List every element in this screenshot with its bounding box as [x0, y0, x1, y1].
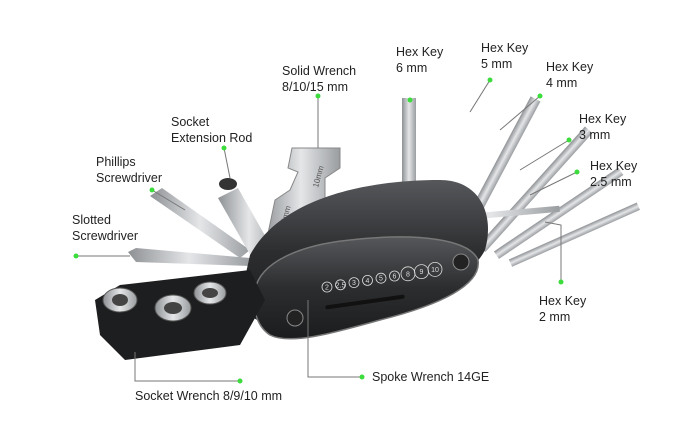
label-line: Hex Key — [481, 41, 529, 55]
hex-key-3 — [493, 167, 624, 259]
label-hex-key-2: Hex Key 2 mm — [539, 293, 586, 325]
label-line: Hex Key — [539, 294, 587, 308]
label-line: Phillips — [96, 155, 136, 169]
size-ring — [362, 274, 373, 286]
label-line: Extension Rod — [171, 131, 253, 145]
label-line: Slotted — [72, 213, 111, 227]
size-ring — [348, 277, 360, 289]
size-engraving: 8 — [406, 271, 410, 278]
tool-body-front — [253, 236, 479, 340]
label-line: Solid Wrench — [282, 64, 357, 78]
label-line: Screwdriver — [96, 171, 162, 185]
label-line: 8/10/15 mm — [282, 80, 349, 94]
label-line: Socket — [171, 115, 210, 129]
callout-dots — [73, 77, 580, 384]
hex-key-4 — [477, 126, 593, 253]
size-engraving: 9 — [420, 269, 424, 276]
label-line: Hex Key — [579, 112, 627, 126]
label-line: Screwdriver — [72, 229, 138, 243]
pivot-bolt — [286, 309, 304, 327]
size-engraving: 3 — [352, 280, 356, 287]
label-hex-key-3: Hex Key 3 mm — [579, 111, 626, 143]
size-ring — [427, 261, 443, 277]
hex-key-2-5 — [508, 202, 640, 267]
label-line: Hex Key — [546, 60, 594, 74]
size-engraving: 4 — [366, 278, 370, 285]
size-engraving: 2.5 — [336, 282, 346, 289]
label-line: 2.5 mm — [590, 175, 632, 189]
label-line: 2 mm — [539, 310, 571, 324]
size-ring — [335, 279, 346, 291]
label-hex-key-2-5: Hex Key 2.5 mm — [590, 158, 637, 190]
sockets — [102, 281, 227, 322]
leader-lines — [76, 79, 578, 382]
size-ring — [375, 272, 387, 284]
size-ring — [321, 281, 333, 293]
size-engravings: 2 2.5 3 4 5 6 8 9 10 — [321, 261, 443, 293]
label-line: 5 mm — [481, 57, 513, 71]
label-line: 4 mm — [546, 76, 578, 90]
label-socket-wrench: Socket Wrench 8/9/10 mm — [135, 389, 283, 403]
size-engraving: 10 — [431, 267, 439, 274]
size-engraving: 2 — [325, 285, 329, 292]
size-engraving: 5 — [379, 276, 383, 283]
label-line: Hex Key — [590, 159, 638, 173]
label-hex-key-5: Hex Key 5 mm — [481, 40, 528, 72]
label-line: 6 mm — [396, 61, 428, 75]
size-engraving: 6 — [393, 274, 397, 281]
label-hex-key-6: Hex Key 6 mm — [396, 44, 443, 76]
slotted-screwdriver — [128, 248, 250, 266]
phillips-screwdriver — [150, 188, 250, 258]
label-line: 3 mm — [579, 128, 611, 142]
pivot-bolt — [452, 253, 470, 271]
label-solid-wrench: Solid Wrench 8/10/15 mm — [282, 63, 356, 95]
label-spoke-wrench: Spoke Wrench 14GE — [372, 370, 490, 384]
label-line: Hex Key — [396, 45, 444, 59]
label-hex-key-4: Hex Key 4 mm — [546, 59, 593, 91]
size-ring — [389, 270, 400, 282]
